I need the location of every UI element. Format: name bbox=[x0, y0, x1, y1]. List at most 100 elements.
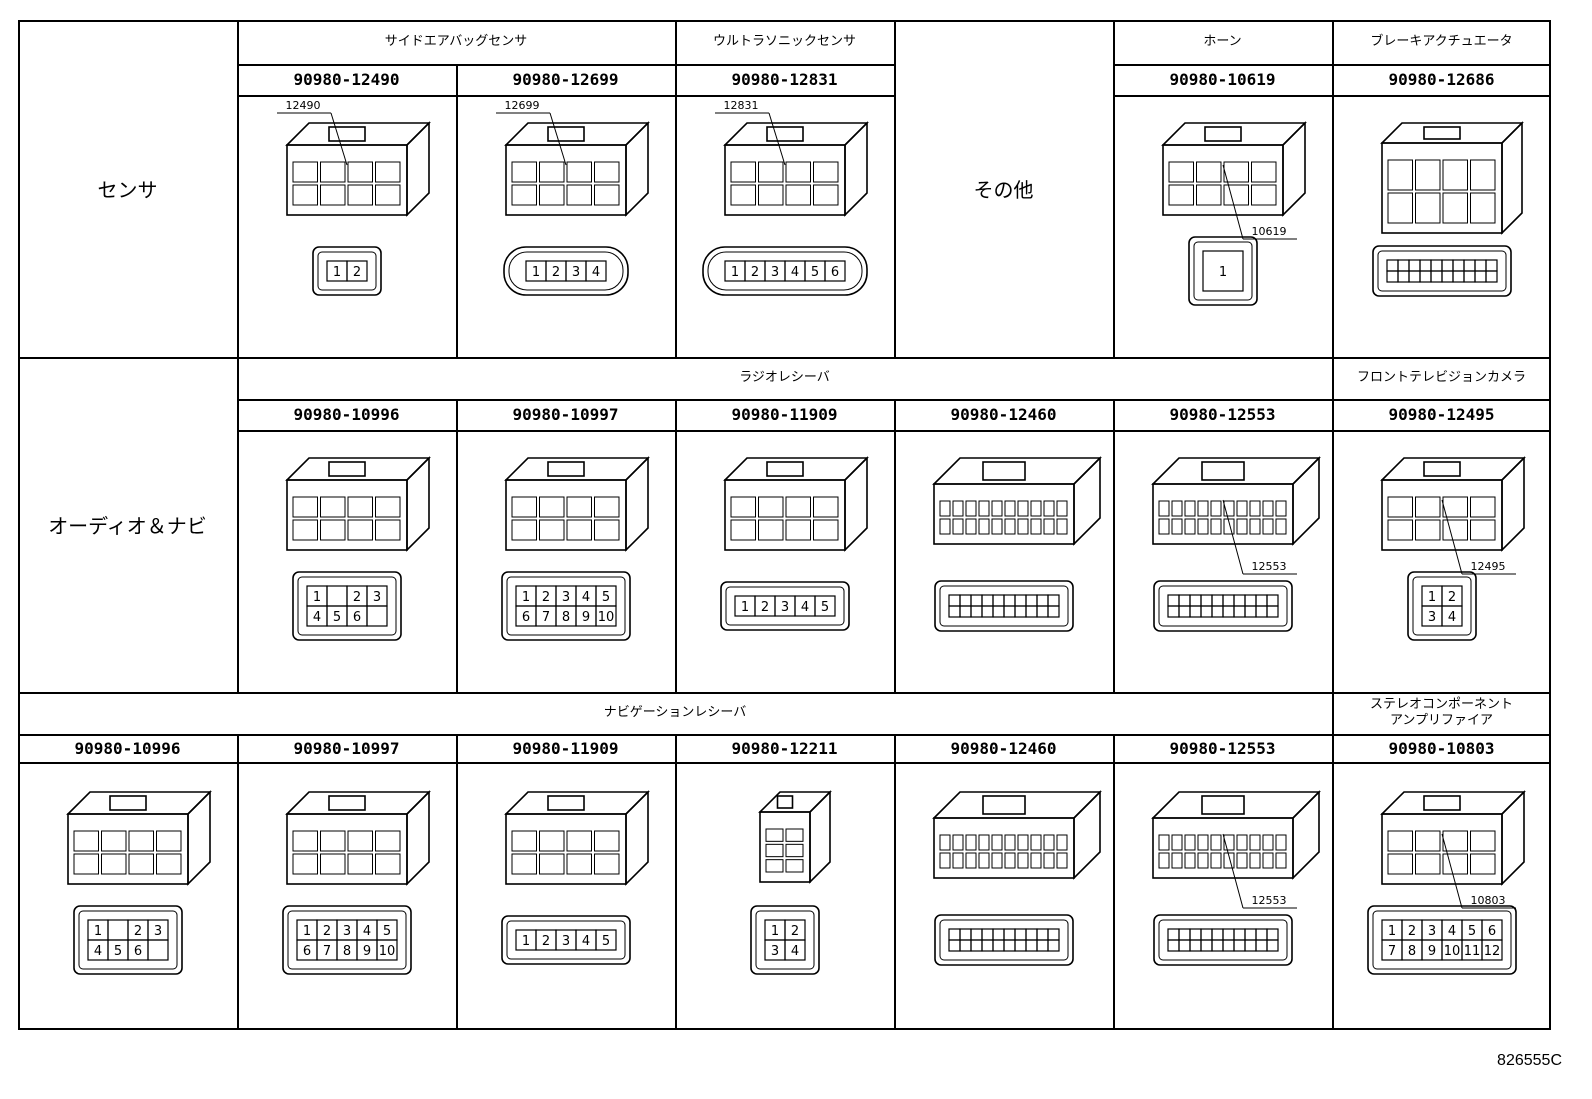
callout: 12490 bbox=[277, 99, 348, 166]
pin-cavity bbox=[981, 939, 994, 952]
pin-number: 1 bbox=[1219, 265, 1227, 280]
connector-illustration bbox=[1380, 790, 1526, 886]
pin-face bbox=[1153, 580, 1293, 632]
column-divider bbox=[1332, 20, 1334, 64]
pin-cavity bbox=[326, 585, 348, 607]
pin-cavity bbox=[959, 928, 972, 941]
pin-cavity bbox=[970, 594, 983, 607]
pin-number: 1 bbox=[1428, 590, 1436, 605]
pin-number: 12 bbox=[1484, 944, 1501, 959]
category-label: ナビゲーションレシーバ bbox=[603, 705, 747, 720]
pin-cavity bbox=[1200, 928, 1213, 941]
connector-illustration bbox=[1151, 790, 1321, 880]
pin-number: 4 bbox=[801, 600, 809, 615]
pin-cavity bbox=[595, 605, 617, 627]
pin-cavity bbox=[1025, 605, 1038, 618]
pin-cavity bbox=[959, 594, 972, 607]
pin-cavity bbox=[1014, 594, 1027, 607]
part-number: 90980-10996 bbox=[74, 738, 181, 758]
column-divider bbox=[894, 734, 896, 1028]
pin-cavity bbox=[1003, 605, 1016, 618]
column-divider bbox=[1332, 734, 1334, 1028]
pin-cavity bbox=[1222, 928, 1235, 941]
pin-cavity bbox=[1222, 939, 1235, 952]
pin-number: 1 bbox=[532, 265, 540, 280]
part-number: 90980-10803 bbox=[1388, 738, 1495, 758]
callout: 12831 bbox=[715, 99, 786, 166]
pin-cavity bbox=[948, 605, 961, 618]
header-divider bbox=[18, 762, 1551, 764]
pin-cavity bbox=[1189, 605, 1202, 618]
pin-number: 3 bbox=[562, 934, 570, 949]
pin-cavity bbox=[1211, 605, 1224, 618]
pin-face bbox=[1372, 245, 1512, 297]
pin-cavity bbox=[1441, 259, 1454, 272]
pin-cavity bbox=[1397, 259, 1410, 272]
pin-cavity bbox=[1430, 270, 1443, 283]
pin-cavity bbox=[1025, 594, 1038, 607]
pin-number: 4 bbox=[313, 610, 321, 625]
section-divider bbox=[18, 692, 1551, 694]
connector-illustration bbox=[758, 790, 832, 884]
group-label: オーディオ＆ナビ bbox=[48, 514, 207, 538]
callout: 12699 bbox=[496, 99, 567, 166]
pin-number: 7 bbox=[1388, 944, 1396, 959]
part-number: 90980-12699 bbox=[512, 70, 619, 89]
pin-number: 1 bbox=[94, 924, 102, 939]
pin-number: 2 bbox=[542, 934, 550, 949]
connector-illustration bbox=[723, 121, 869, 217]
pin-number: 2 bbox=[542, 590, 550, 605]
pin-cavity bbox=[376, 939, 398, 961]
pin-cavity bbox=[1233, 594, 1246, 607]
column-divider bbox=[894, 20, 896, 357]
callout-label: 12553 bbox=[1252, 894, 1287, 907]
pin-cavity bbox=[1452, 259, 1465, 272]
pin-cavity bbox=[1419, 270, 1432, 283]
part-number: 90980-12831 bbox=[731, 70, 838, 89]
pin-cavity bbox=[1441, 270, 1454, 283]
pin-number: 5 bbox=[602, 934, 610, 949]
connector-illustration bbox=[723, 456, 869, 552]
pin-cavity bbox=[1211, 594, 1224, 607]
pin-number: 1 bbox=[1388, 924, 1396, 939]
part-number: 90980-12460 bbox=[950, 405, 1057, 424]
pin-number: 5 bbox=[821, 600, 829, 615]
connector-illustration bbox=[285, 790, 431, 886]
part-number: 90980-12553 bbox=[1169, 738, 1276, 758]
pin-cavity bbox=[948, 939, 961, 952]
pin-cavity bbox=[1200, 594, 1213, 607]
pin-cavity bbox=[992, 939, 1005, 952]
pin-number: 9 bbox=[582, 610, 590, 625]
pin-cavity bbox=[1474, 259, 1487, 272]
pin-number: 3 bbox=[771, 265, 779, 280]
pin-number: 2 bbox=[751, 265, 759, 280]
connector-svg: 12553 bbox=[1151, 456, 1321, 632]
pin-cavity bbox=[1266, 594, 1279, 607]
pin-cavity bbox=[1178, 605, 1191, 618]
pin-cavity bbox=[992, 605, 1005, 618]
column-divider bbox=[1332, 692, 1334, 734]
pin-cavity bbox=[107, 919, 129, 941]
pin-number: 4 bbox=[582, 934, 590, 949]
connector-illustration bbox=[66, 790, 212, 886]
pin-number: 10 bbox=[379, 944, 396, 959]
pin-number: 5 bbox=[114, 944, 122, 959]
connector-illustration bbox=[932, 456, 1102, 546]
column-divider bbox=[1332, 399, 1334, 692]
pin-number: 3 bbox=[781, 600, 789, 615]
pin-cavity bbox=[959, 605, 972, 618]
pin-cavity bbox=[1386, 259, 1399, 272]
pin-cavity bbox=[1167, 594, 1180, 607]
